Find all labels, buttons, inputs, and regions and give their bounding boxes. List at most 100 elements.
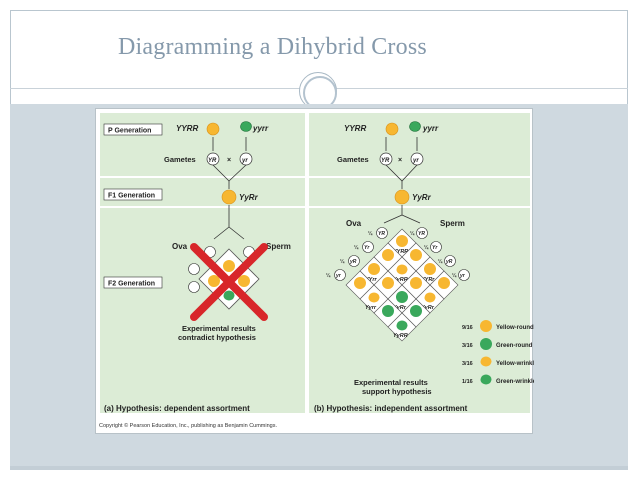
sperm-fraction: ¼ bbox=[452, 272, 457, 279]
slide-title: Diagramming a Dihybrid Cross bbox=[118, 34, 427, 60]
copyright-notice: Copyright © Pearson Education, Inc., pub… bbox=[99, 423, 278, 429]
punnett-cell-label: YyRR bbox=[393, 277, 408, 283]
right-f1-pea bbox=[394, 189, 410, 205]
punnett-cell-label: YyRR bbox=[393, 333, 408, 339]
right-parent-green-genotype: yyrr bbox=[422, 124, 439, 133]
ova-gamete-label: Yr bbox=[364, 245, 370, 251]
right-result-line1: Experimental results bbox=[354, 378, 428, 387]
left-gamete-YR-label: YR bbox=[208, 158, 217, 164]
ova-fraction: ¼ bbox=[354, 244, 359, 251]
legend-label: Yellow-round bbox=[496, 325, 534, 331]
legend-label: Green-round bbox=[496, 343, 533, 349]
dihybrid-cross-figure: P Generation F1 Generation F2 Generation… bbox=[95, 108, 534, 434]
legend-pea-wrinkled bbox=[480, 374, 492, 385]
legend-fraction: 3/16 bbox=[462, 343, 473, 349]
ova-gamete-label: yR bbox=[349, 259, 357, 265]
punnett-pea bbox=[382, 277, 394, 289]
left-caption: (a) Hypothesis: dependent assortment bbox=[104, 404, 250, 413]
right-parent-yellow-genotype: YYRR bbox=[344, 124, 366, 133]
left-cross-symbol: × bbox=[227, 157, 231, 164]
punnett-pea bbox=[396, 235, 408, 247]
right-parent-green-wrinkled-pea bbox=[409, 121, 421, 132]
sperm-gamete bbox=[444, 255, 456, 267]
punnett-pea bbox=[368, 263, 380, 275]
ova-gamete-label: yr bbox=[335, 273, 342, 279]
punnett-pea bbox=[410, 249, 422, 261]
panel-left-bg bbox=[100, 113, 305, 413]
ova-fraction: ¼ bbox=[340, 258, 345, 265]
punnett-cell-label: YYrr bbox=[365, 277, 377, 283]
legend-fraction: 9/16 bbox=[462, 325, 473, 331]
left-ova-label: Ova bbox=[172, 242, 188, 251]
legend-label: Green-wrinkled bbox=[496, 379, 534, 385]
f2-generation-box bbox=[103, 276, 163, 289]
legend-fraction: 1/16 bbox=[462, 379, 473, 385]
f2-generation-label: F2 Generation bbox=[108, 281, 155, 288]
punnett-cell-label: YYRR bbox=[393, 249, 408, 255]
left-parent-green-wrinkled-pea bbox=[240, 121, 252, 132]
right-cross-symbol: × bbox=[398, 157, 402, 164]
punnett-pea-wrinkled bbox=[368, 292, 380, 303]
figure-canvas: P Generation F1 Generation F2 Generation… bbox=[100, 113, 534, 413]
punnett-cell-label: Yyrr bbox=[365, 305, 377, 311]
red-x-contradiction-mark bbox=[190, 243, 268, 321]
legend-label: Yellow-wrinkled bbox=[496, 361, 534, 367]
punnett-pea bbox=[410, 305, 422, 317]
p-generation-label: P Generation bbox=[108, 128, 151, 135]
sperm-gamete bbox=[430, 241, 442, 253]
left-f1-pea bbox=[221, 189, 237, 205]
left-parent-green-genotype: yyrr bbox=[252, 124, 269, 133]
ova-gamete bbox=[376, 227, 388, 239]
punnett-pea-wrinkled bbox=[396, 264, 408, 275]
punnett-cell-label: YyRr bbox=[421, 305, 435, 311]
right-gametes-label: Gametes bbox=[337, 155, 369, 164]
f1-generation-box bbox=[103, 188, 163, 201]
left-gamete-yr-label: yr bbox=[241, 158, 248, 164]
punnett-pea-wrinkled bbox=[396, 320, 408, 331]
punnett-pea bbox=[354, 277, 366, 289]
ova-gamete-label: YR bbox=[378, 231, 385, 237]
left-result-line1: Experimental results bbox=[182, 324, 256, 333]
right-ova-label: Ova bbox=[346, 219, 362, 228]
sperm-gamete bbox=[458, 269, 470, 281]
left-result-line2: contradict hypothesis bbox=[178, 333, 256, 342]
ova-fraction: ¼ bbox=[326, 272, 331, 279]
sperm-gamete bbox=[416, 227, 428, 239]
right-gamete-YR-label: YR bbox=[381, 158, 390, 164]
sperm-gamete-label: YR bbox=[418, 231, 425, 237]
p-generation-box bbox=[103, 123, 163, 136]
legend-pea-wrinkled bbox=[480, 356, 492, 367]
sperm-fraction: ¼ bbox=[410, 230, 415, 237]
ova-gamete bbox=[362, 241, 374, 253]
right-result-line2: support hypothesis bbox=[362, 387, 432, 396]
right-f1-genotype: YyRr bbox=[412, 193, 432, 202]
left-parent-yellow-genotype: YYRR bbox=[176, 124, 198, 133]
left-gametes-label: Gametes bbox=[164, 155, 196, 164]
left-sperm-label: Sperm bbox=[266, 242, 291, 251]
sperm-gamete-label: yr bbox=[459, 273, 466, 279]
left-f1-genotype: YyRr bbox=[239, 193, 259, 202]
punnett-cell-label: YYRr bbox=[421, 277, 435, 283]
punnett-cell-label: YyRr bbox=[393, 305, 407, 311]
right-caption: (b) Hypothesis: independent assortment bbox=[314, 404, 468, 413]
punnett-pea-wrinkled bbox=[424, 292, 436, 303]
bottom-strip bbox=[10, 466, 628, 470]
legend-pea bbox=[480, 338, 492, 350]
sperm-fraction: ¼ bbox=[438, 258, 443, 265]
ova-gamete bbox=[334, 269, 346, 281]
punnett-pea bbox=[382, 305, 394, 317]
punnett-pea bbox=[396, 291, 408, 303]
ova-gamete bbox=[348, 255, 360, 267]
sperm-gamete-label: yR bbox=[445, 259, 453, 265]
right-parent-yellow-pea bbox=[385, 122, 399, 136]
punnett-pea bbox=[382, 249, 394, 261]
sperm-gamete-label: Yr bbox=[432, 245, 438, 251]
punnett-pea bbox=[424, 263, 436, 275]
ova-fraction: ¼ bbox=[368, 230, 373, 237]
right-gamete-yr-label: yr bbox=[412, 158, 419, 164]
f1-generation-label: F1 Generation bbox=[108, 193, 155, 200]
left-parent-yellow-pea bbox=[206, 122, 220, 136]
sperm-fraction: ¼ bbox=[424, 244, 429, 251]
punnett-pea bbox=[438, 277, 450, 289]
